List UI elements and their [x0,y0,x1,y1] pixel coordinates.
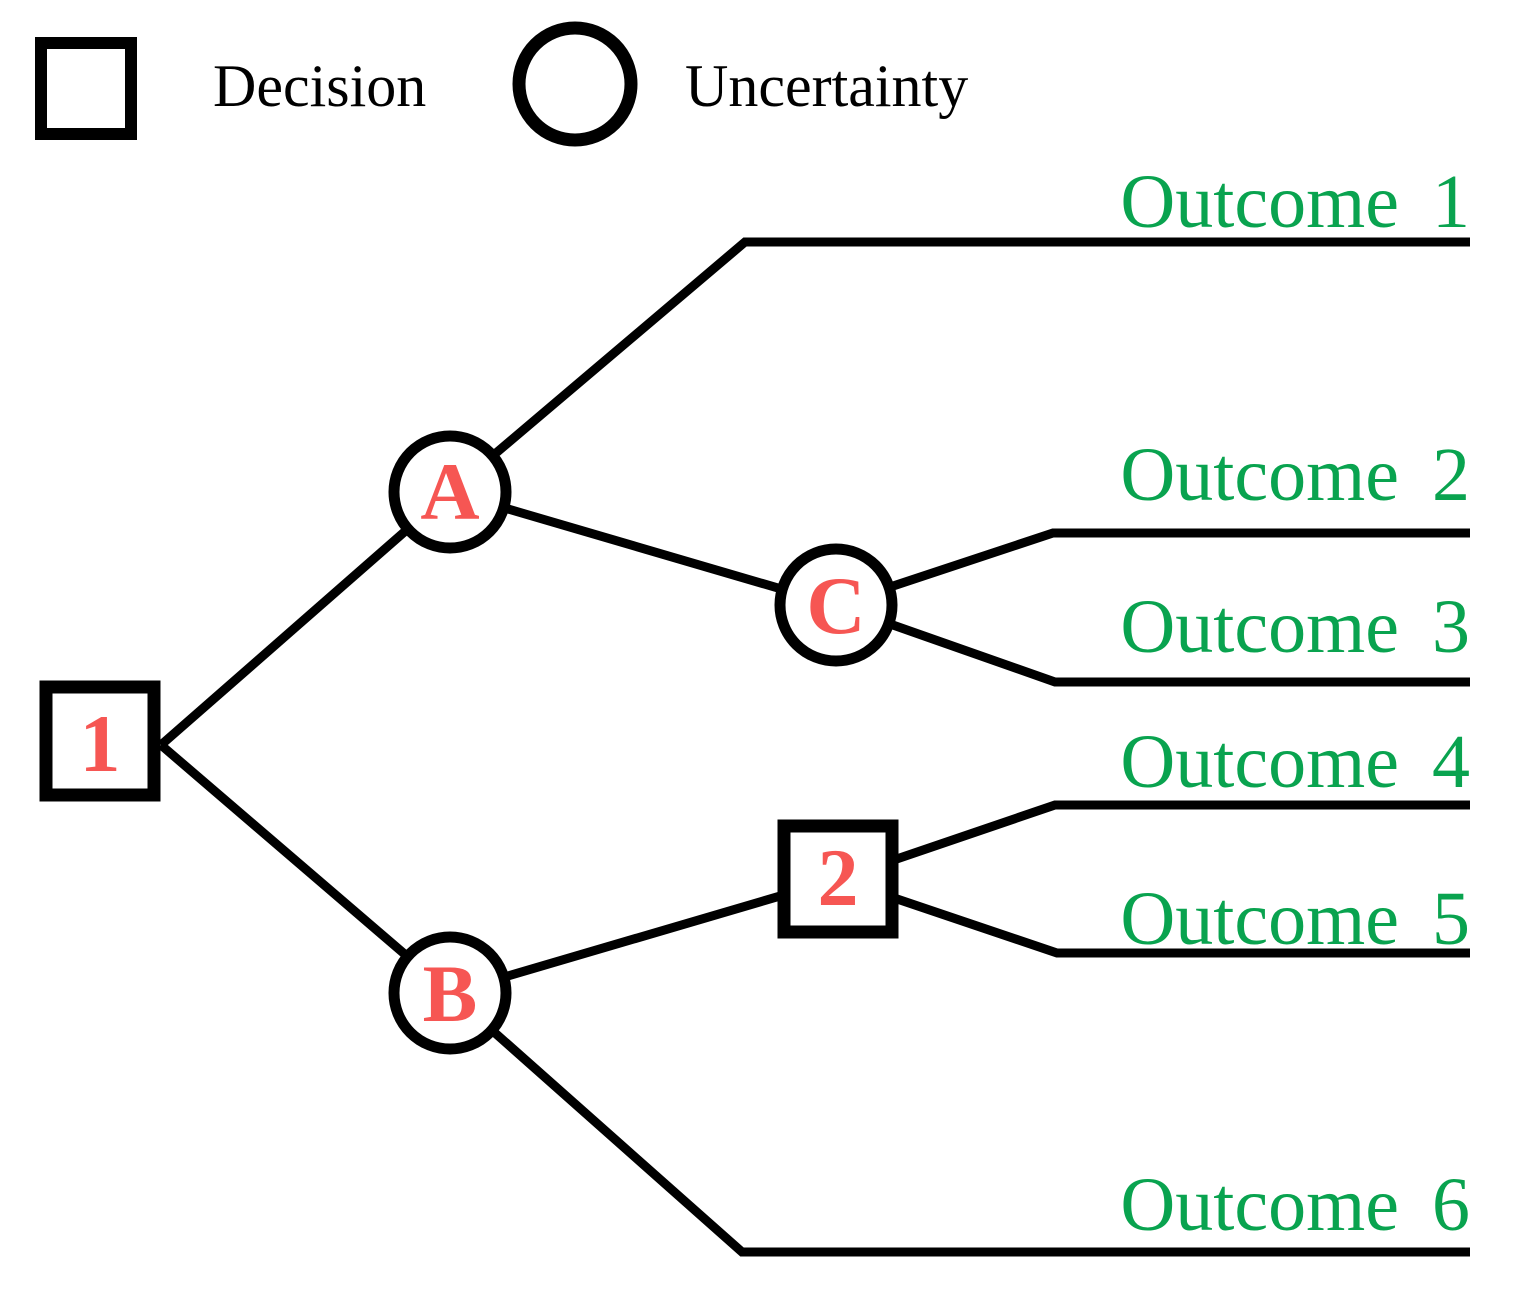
uncertainty-node-B-circle [388,931,512,1055]
legend: Decision Uncertainty [35,21,968,147]
branch-C-to-outcome-2 [834,528,1470,610]
outcome-2-label: Outcome 2 [1120,433,1470,517]
branches [158,237,1470,1257]
outcome-5-label: Outcome 5 [1120,877,1470,961]
branch-B-to-outcome-6 [447,989,1470,1257]
branch-B-to-2 [448,874,840,998]
node-B-label: B [423,948,478,1039]
decision-node-1-square [39,680,161,802]
branch-2-to-outcome-4 [836,800,1470,884]
outcome-6-label: Outcome 6 [1120,1163,1470,1247]
outcome-3-label: Outcome 3 [1120,585,1470,669]
nodes [39,430,899,1055]
branch-C-to-outcome-3 [834,600,1470,687]
outcome-4-label: Outcome 4 [1120,720,1470,804]
node-labels: 1 A C B 2 [80,446,866,1039]
branch-1-to-A [158,488,453,749]
uncertainty-circle-icon [512,21,638,147]
legend-uncertainty-label: Uncertainty [685,53,968,119]
node-2-label: 2 [818,832,859,923]
decision-square-icon [35,37,137,140]
branch-1-to-B [158,741,453,997]
outcome-1-label: Outcome 1 [1120,160,1470,244]
uncertainty-node-A-circle [388,430,512,554]
node-A-label: A [420,446,479,537]
node-C-label: C [806,560,865,651]
outcome-labels: Outcome 1 Outcome 2 Outcome 3 Outcome 4 … [1120,160,1470,1247]
branch-A-to-C [448,487,838,610]
node-1-label: 1 [80,698,121,789]
legend-decision-label: Decision [213,53,426,119]
decision-node-2-square [777,819,899,939]
uncertainty-node-C-circle [774,543,898,667]
branch-A-to-outcome-1 [447,237,1470,496]
branch-2-to-outcome-5 [836,874,1470,958]
